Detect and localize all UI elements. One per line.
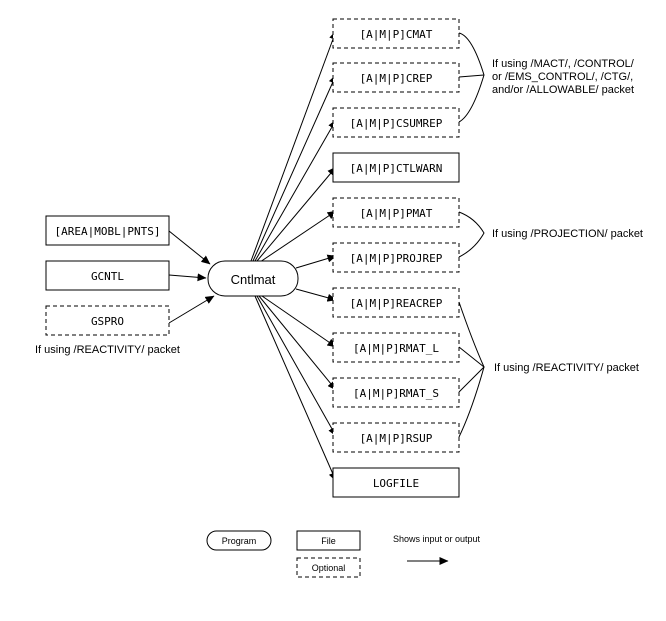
legend-arrow-label: Shows input or output — [393, 534, 481, 544]
output-csumrep: [A|M|P]CSUMREP — [332, 107, 460, 138]
output-projrep: [A|M|P]PROJREP — [332, 242, 460, 273]
edge-cntlmat-to-ctlwarn — [256, 166, 337, 262]
edge-cntlmat-to-projrep — [295, 254, 337, 269]
edge-cntlmat-to-csumrep — [254, 119, 337, 262]
reactivity-note: If using /REACTIVITY/ packet — [494, 362, 639, 374]
output-label: [A|M|P]CSUMREP — [350, 117, 443, 130]
legend-optional: Optional — [296, 557, 361, 578]
legend-optional-label: Optional — [312, 563, 346, 573]
input-gspro: GSPRO — [45, 305, 170, 336]
input-label: [AREA|MOBL|PNTS] — [55, 225, 161, 238]
output-label: [A|M|P]CTLWARN — [350, 162, 443, 175]
legend-program: Program — [206, 530, 272, 551]
program-label: Cntlmat — [231, 272, 276, 287]
output-label: [A|M|P]RMAT_L — [353, 342, 439, 355]
output-label: [A|M|P]REACREP — [350, 297, 443, 310]
control-note-line-1: If using /MACT/, /CONTROL/ — [492, 58, 635, 70]
edge-cntlmat-to-cmat — [250, 30, 337, 262]
output-pmat: [A|M|P]PMAT — [332, 197, 460, 228]
output-rmat-s: [A|M|P]RMAT_S — [332, 377, 460, 408]
edge-gspro-to-cntlmat — [168, 295, 215, 324]
flow-arrows — [168, 30, 337, 482]
output-label: [A|M|P]PMAT — [360, 207, 433, 220]
cntlmat-program: Cntlmat — [207, 260, 299, 297]
legend-file: File — [296, 530, 361, 551]
edge-cntlmat-to-logfile — [254, 295, 337, 482]
input-gcntl: GCNTL — [45, 260, 170, 291]
input-area-mobl-pnts: [AREA|MOBL|PNTS] — [45, 215, 170, 246]
control-note-line-3: and/or /ALLOWABLE/ packet — [492, 84, 634, 96]
legend: Program File Optional Shows input or out… — [206, 530, 481, 578]
control-bracket-middle — [458, 74, 485, 78]
output-label: [A|M|P]PROJREP — [350, 252, 443, 265]
edge-cntlmat-to-pmat — [259, 210, 337, 263]
output-logfile: LOGFILE — [332, 467, 460, 498]
output-label: LOGFILE — [373, 477, 419, 490]
reactivity-bracket-middle — [458, 346, 485, 393]
input-label: GCNTL — [91, 270, 124, 283]
output-label: [A|M|P]RSUP — [360, 432, 433, 445]
legend-program-label: Program — [222, 536, 257, 546]
edge-cntlmat-to-rmat-l — [261, 295, 337, 348]
output-label: [A|M|P]CREP — [360, 72, 433, 85]
output-crep: [A|M|P]CREP — [332, 62, 460, 93]
output-label: [A|M|P]RMAT_S — [353, 387, 439, 400]
output-reacrep: [A|M|P]REACREP — [332, 287, 460, 318]
edge-cntlmat-to-crep — [252, 74, 337, 262]
edge-cntlmat-to-rmat-s — [258, 295, 337, 391]
legend-file-label: File — [321, 536, 336, 546]
output-label: [A|M|P]CMAT — [360, 28, 433, 41]
edge-gcntl-to-cntlmat — [168, 273, 207, 282]
edge-cntlmat-to-rsup — [256, 295, 337, 437]
output-rmat-l: [A|M|P]RMAT_L — [332, 332, 460, 363]
output-ctlwarn: [A|M|P]CTLWARN — [332, 152, 460, 183]
edge-cntlmat-to-reacrep — [295, 288, 337, 302]
input-label: GSPRO — [91, 315, 124, 328]
reactivity-bracket — [458, 301, 485, 438]
output-rsup: [A|M|P]RSUP — [332, 422, 460, 453]
output-cmat: [A|M|P]CMAT — [332, 18, 460, 49]
control-note-line-2: or /EMS_CONTROL/, /CTG/, — [492, 71, 633, 83]
control-bracket — [458, 32, 485, 123]
edge-area-to-cntlmat — [168, 230, 211, 265]
input-reactivity-note: If using /REACTIVITY/ packet — [35, 344, 180, 356]
projection-note: If using /PROJECTION/ packet — [492, 228, 643, 240]
projection-bracket — [458, 211, 485, 258]
